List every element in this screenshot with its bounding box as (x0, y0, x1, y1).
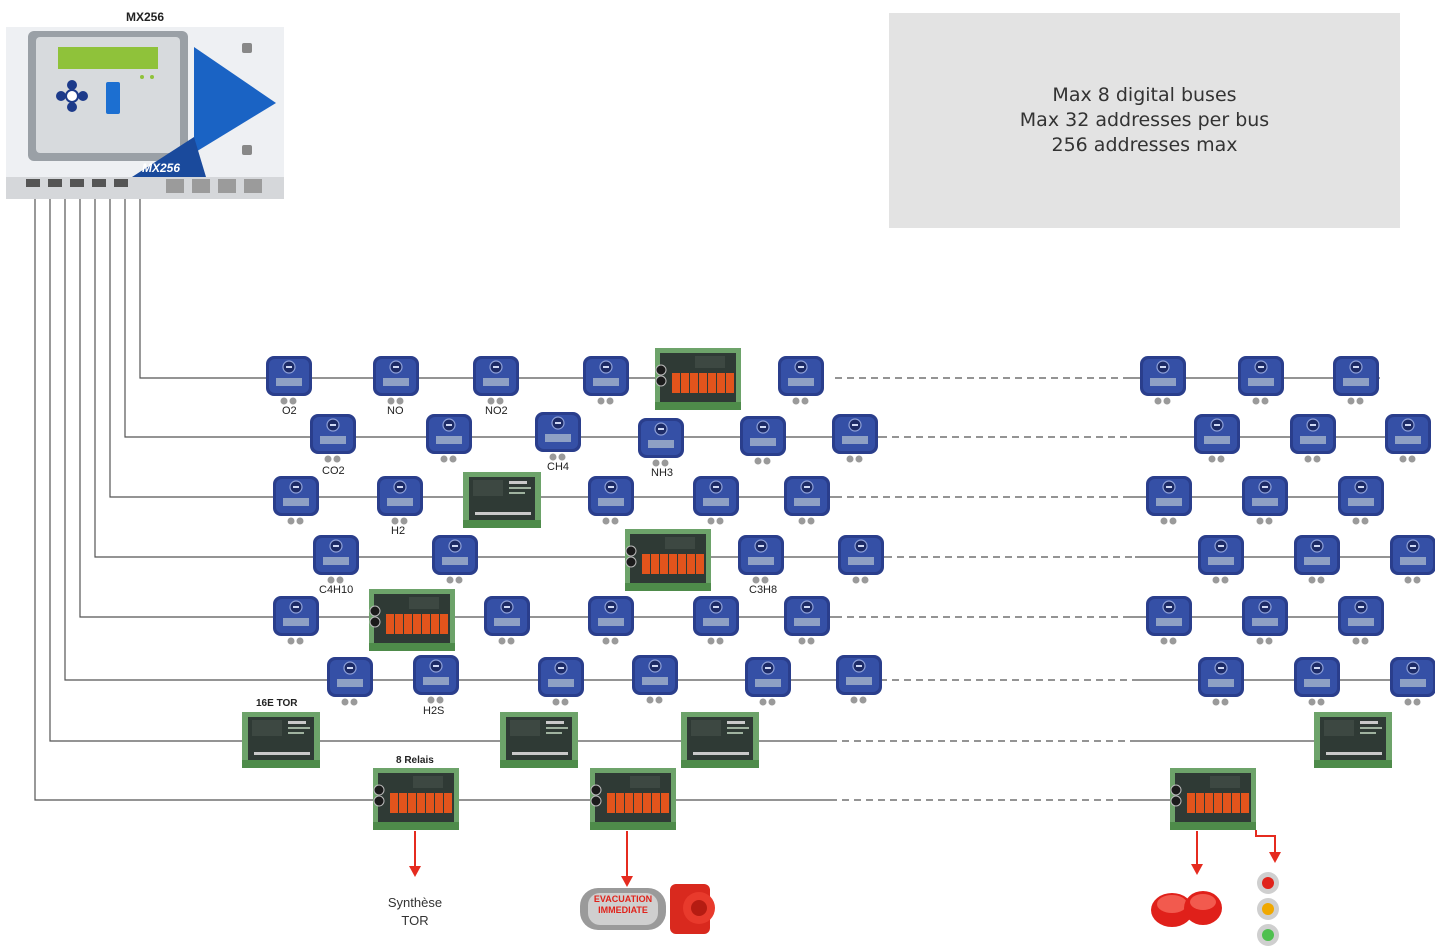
io-board (681, 712, 759, 768)
horn-icon (670, 884, 715, 934)
relay-module (624, 528, 712, 592)
synthese-line-1: Synthèse (387, 895, 443, 910)
detector (376, 475, 424, 526)
detector (582, 355, 630, 406)
detector (783, 595, 831, 646)
detector (1145, 475, 1193, 526)
detector (265, 355, 313, 406)
detector (537, 656, 585, 707)
detector (1241, 475, 1289, 526)
gas-label-no2: NO2 (485, 405, 508, 417)
bus-continuation-dashes (830, 377, 1135, 801)
detector (1337, 475, 1385, 526)
gas-label-h2: H2 (391, 525, 406, 537)
detector (777, 355, 825, 406)
detector (783, 475, 831, 526)
relays-module-label: 8 Relais (396, 755, 434, 766)
detector (1197, 656, 1245, 707)
detector (1384, 413, 1432, 464)
controller-title: MX256 (126, 10, 165, 24)
detector (587, 475, 635, 526)
detector (312, 534, 360, 585)
detector (1389, 656, 1435, 707)
info-box: Max 8 digital buses Max 32 addresses per… (889, 13, 1400, 228)
detector (272, 595, 320, 646)
detector (835, 654, 883, 705)
info-line-2: Max 32 addresses per bus (1019, 109, 1270, 131)
detector (431, 534, 479, 585)
detector (744, 656, 792, 707)
detector (692, 475, 740, 526)
synthese-label: Synthèse TOR (380, 894, 450, 930)
detector (326, 656, 374, 707)
evacuation-sign (580, 888, 666, 930)
inputs-module-label: 16E TOR (256, 698, 298, 709)
info-line-1: Max 8 digital buses (1052, 84, 1237, 106)
detector (1197, 534, 1245, 585)
controller-badge: MX256 (142, 161, 181, 175)
detector (1193, 413, 1241, 464)
detector (1139, 355, 1187, 406)
detector (425, 413, 473, 464)
detector (831, 413, 879, 464)
evacuation-line-1: EVACUATION (593, 894, 653, 904)
detector (637, 417, 685, 468)
relay-module (372, 767, 460, 831)
relay-module (368, 588, 456, 652)
detector (1237, 355, 1285, 406)
io-board (1314, 712, 1392, 768)
detector (412, 654, 460, 705)
evacuation-text: EVACUATION IMMEDIATE (588, 894, 658, 916)
detector (587, 595, 635, 646)
controller-unit: MX256 (6, 27, 284, 199)
detector (837, 534, 885, 585)
detector (483, 595, 531, 646)
io-board (242, 712, 320, 768)
detector (372, 355, 420, 406)
detector (472, 355, 520, 406)
info-line-3: 256 addresses max (1051, 134, 1238, 156)
detector (1332, 355, 1380, 406)
io-board (500, 712, 578, 768)
io-board (463, 472, 541, 528)
relay-module (654, 347, 742, 411)
detector (737, 534, 785, 585)
detector (1289, 413, 1337, 464)
detector (739, 415, 787, 466)
controller-icon (6, 27, 284, 199)
detector (631, 654, 679, 705)
gas-label-nh3: NH3 (651, 467, 674, 479)
gas-label-co2: CO2 (322, 465, 345, 477)
siren-icon (1151, 891, 1222, 927)
gas-label-h2s: H2S (423, 705, 445, 717)
detector (534, 411, 582, 462)
evacuation-line-2: IMMEDIATE (598, 905, 648, 915)
detector (692, 595, 740, 646)
detector (309, 413, 357, 464)
synthese-line-2: TOR (401, 913, 429, 928)
gas-label-c4h10: C4H10 (319, 584, 354, 596)
detector (1241, 595, 1289, 646)
detector (1293, 534, 1341, 585)
relay-module (589, 767, 677, 831)
gas-label-no: NO (387, 405, 404, 417)
detector (272, 475, 320, 526)
gas-label-c3h8: C3H8 (749, 584, 778, 596)
stack-light-icon (1257, 872, 1279, 946)
detector (1145, 595, 1193, 646)
detector (1337, 595, 1385, 646)
gas-label-ch4: CH4 (547, 461, 570, 473)
detector (1389, 534, 1435, 585)
detector (1293, 656, 1341, 707)
output-arrows (409, 830, 1281, 887)
gas-label-o2: O2 (282, 405, 297, 417)
relay-module (1169, 767, 1257, 831)
